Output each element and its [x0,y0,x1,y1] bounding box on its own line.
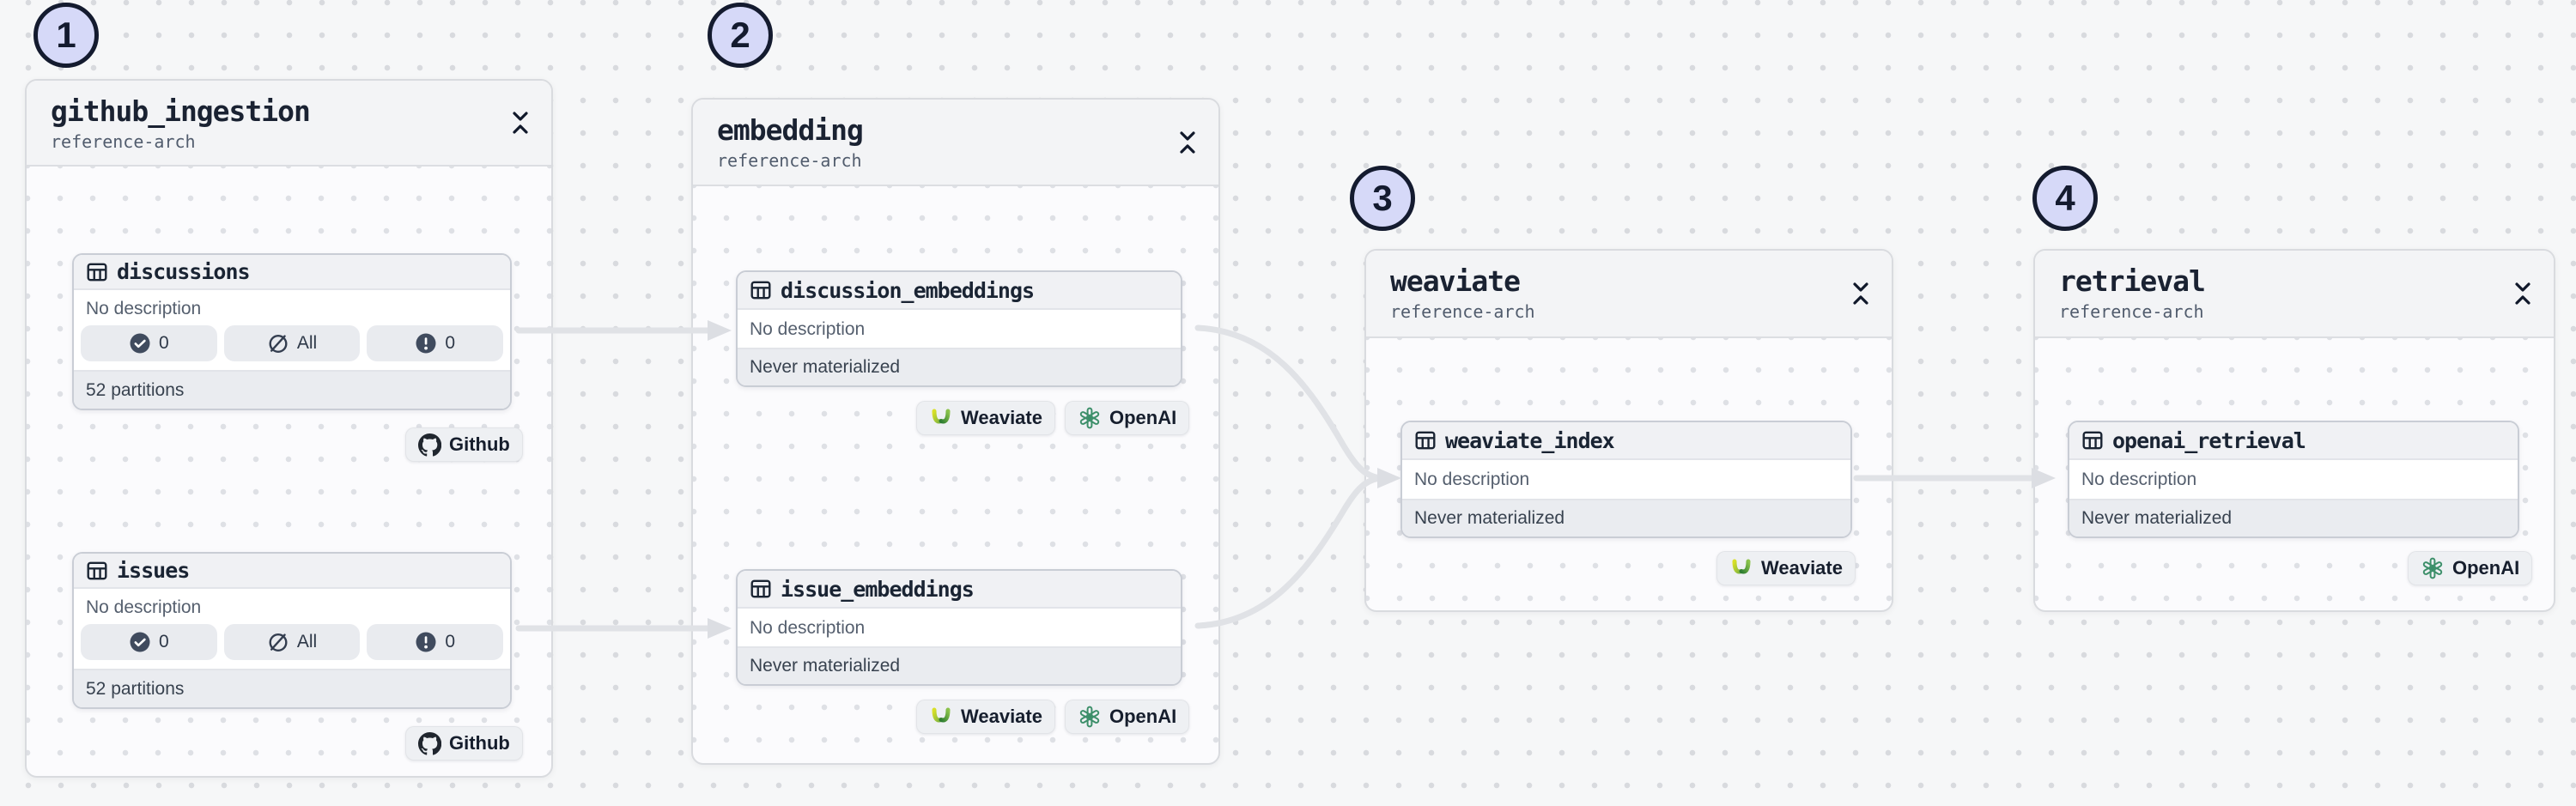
asset-description: No description [1414,470,1530,489]
step-marker-4: 4 [2032,166,2098,231]
kind-tag-github[interactable]: Github [405,427,523,462]
asset-node-discussion-embeddings[interactable]: discussion_embeddings No description Nev… [736,270,1182,387]
slash-circle-icon [269,633,288,651]
asset-description: No description [750,318,866,339]
collapse-icon[interactable] [2514,282,2531,305]
group-retrieval: retrieval reference-arch openai_retrieva… [2033,249,2555,612]
group-header-embedding[interactable]: embedding reference-arch [693,100,1218,186]
failed-partitions-pill: 0 [367,325,504,361]
step-marker-1: 1 [33,3,99,68]
step-marker-2: 2 [708,3,773,68]
asset-name: discussion_embeddings [781,277,1035,303]
materialized-count-pill: 0 [81,624,217,660]
group-subtitle: reference-arch [2059,301,2204,322]
group-weaviate: weaviate reference-arch weaviate_index N… [1364,249,1893,612]
group-title: embedding [717,113,864,147]
table-icon [1415,431,1436,450]
slash-circle-icon [269,335,288,353]
asset-description: No description [86,299,202,318]
collapse-icon[interactable] [512,112,529,134]
asset-description: No description [2081,470,2197,489]
group-title: github_ingestion [51,94,311,128]
edge-discussion-embeddings-to-weaviate-index [1194,324,1382,482]
table-icon [750,281,771,300]
alert-circle-icon [416,333,436,354]
asset-footer: 52 partitions [74,669,510,707]
group-github-ingestion: github_ingestion reference-arch discussi… [25,79,553,778]
edge-issue-embeddings-to-weaviate-index [1194,475,1382,629]
asset-name: issue_embeddings [781,576,975,602]
asset-description: No description [750,617,866,638]
asset-footer: Never materialized [738,348,1181,385]
asset-node-weaviate-index[interactable]: weaviate_index No description Never mate… [1400,421,1852,538]
group-title: weaviate [1390,264,1521,298]
table-icon [87,263,107,281]
asset-footer: 52 partitions [74,370,510,409]
asset-footer: Never materialized [2069,499,2518,536]
asset-name: weaviate_index [1445,427,1615,453]
asset-node-issues[interactable]: issues No description 0 All 0 [72,552,512,709]
openai-icon [2421,557,2444,579]
weaviate-icon [929,406,953,430]
kind-tag-weaviate[interactable]: Weaviate [916,700,1055,734]
collapse-icon[interactable] [1179,130,1196,154]
kind-tag-github[interactable]: Github [405,726,523,761]
check-circle-icon [129,631,151,653]
kind-tag-openai[interactable]: OpenAI [1065,401,1190,435]
group-subtitle: reference-arch [51,131,196,152]
kind-tag-weaviate[interactable]: Weaviate [916,401,1055,435]
failed-partitions-pill: 0 [367,624,504,660]
group-embedding: embedding reference-arch discussion_embe… [691,98,1220,765]
collapse-icon[interactable] [1852,282,1869,305]
asset-name: discussions [117,259,251,284]
asset-description: No description [86,597,202,617]
alert-circle-icon [416,632,436,652]
asset-node-discussions[interactable]: discussions No description 0 All 0 [72,253,512,410]
group-subtitle: reference-arch [717,150,862,171]
kind-tag-openai[interactable]: OpenAI [2408,551,2533,585]
group-header-retrieval[interactable]: retrieval reference-arch [2035,251,2554,338]
asset-name: openai_retrieval [2112,427,2306,453]
asset-node-issue-embeddings[interactable]: issue_embeddings No description Never ma… [736,569,1182,686]
group-title: retrieval [2059,264,2206,298]
github-icon [418,731,441,755]
openai-icon [1078,706,1101,728]
materialized-count-pill: 0 [81,325,217,361]
table-icon [750,579,771,598]
asset-node-openai-retrieval[interactable]: openai_retrieval No description Never ma… [2068,421,2519,538]
weaviate-icon [929,705,953,729]
group-subtitle: reference-arch [1390,301,1535,322]
openai-icon [1078,407,1101,429]
asset-name: issues [117,558,190,583]
table-icon [2082,431,2103,450]
group-header-weaviate[interactable]: weaviate reference-arch [1366,251,1892,338]
group-header-github-ingestion[interactable]: github_ingestion reference-arch [27,81,551,167]
kind-tag-openai[interactable]: OpenAI [1065,700,1190,734]
table-icon [87,561,107,579]
missing-partitions-pill: All [223,624,361,660]
asset-footer: Never materialized [738,646,1181,684]
check-circle-icon [129,332,151,355]
weaviate-icon [1729,556,1753,580]
kind-tag-weaviate[interactable]: Weaviate [1716,551,1856,585]
github-icon [418,433,441,457]
step-marker-3: 3 [1350,166,1415,231]
asset-footer: Never materialized [1402,499,1850,536]
missing-partitions-pill: All [223,325,361,361]
